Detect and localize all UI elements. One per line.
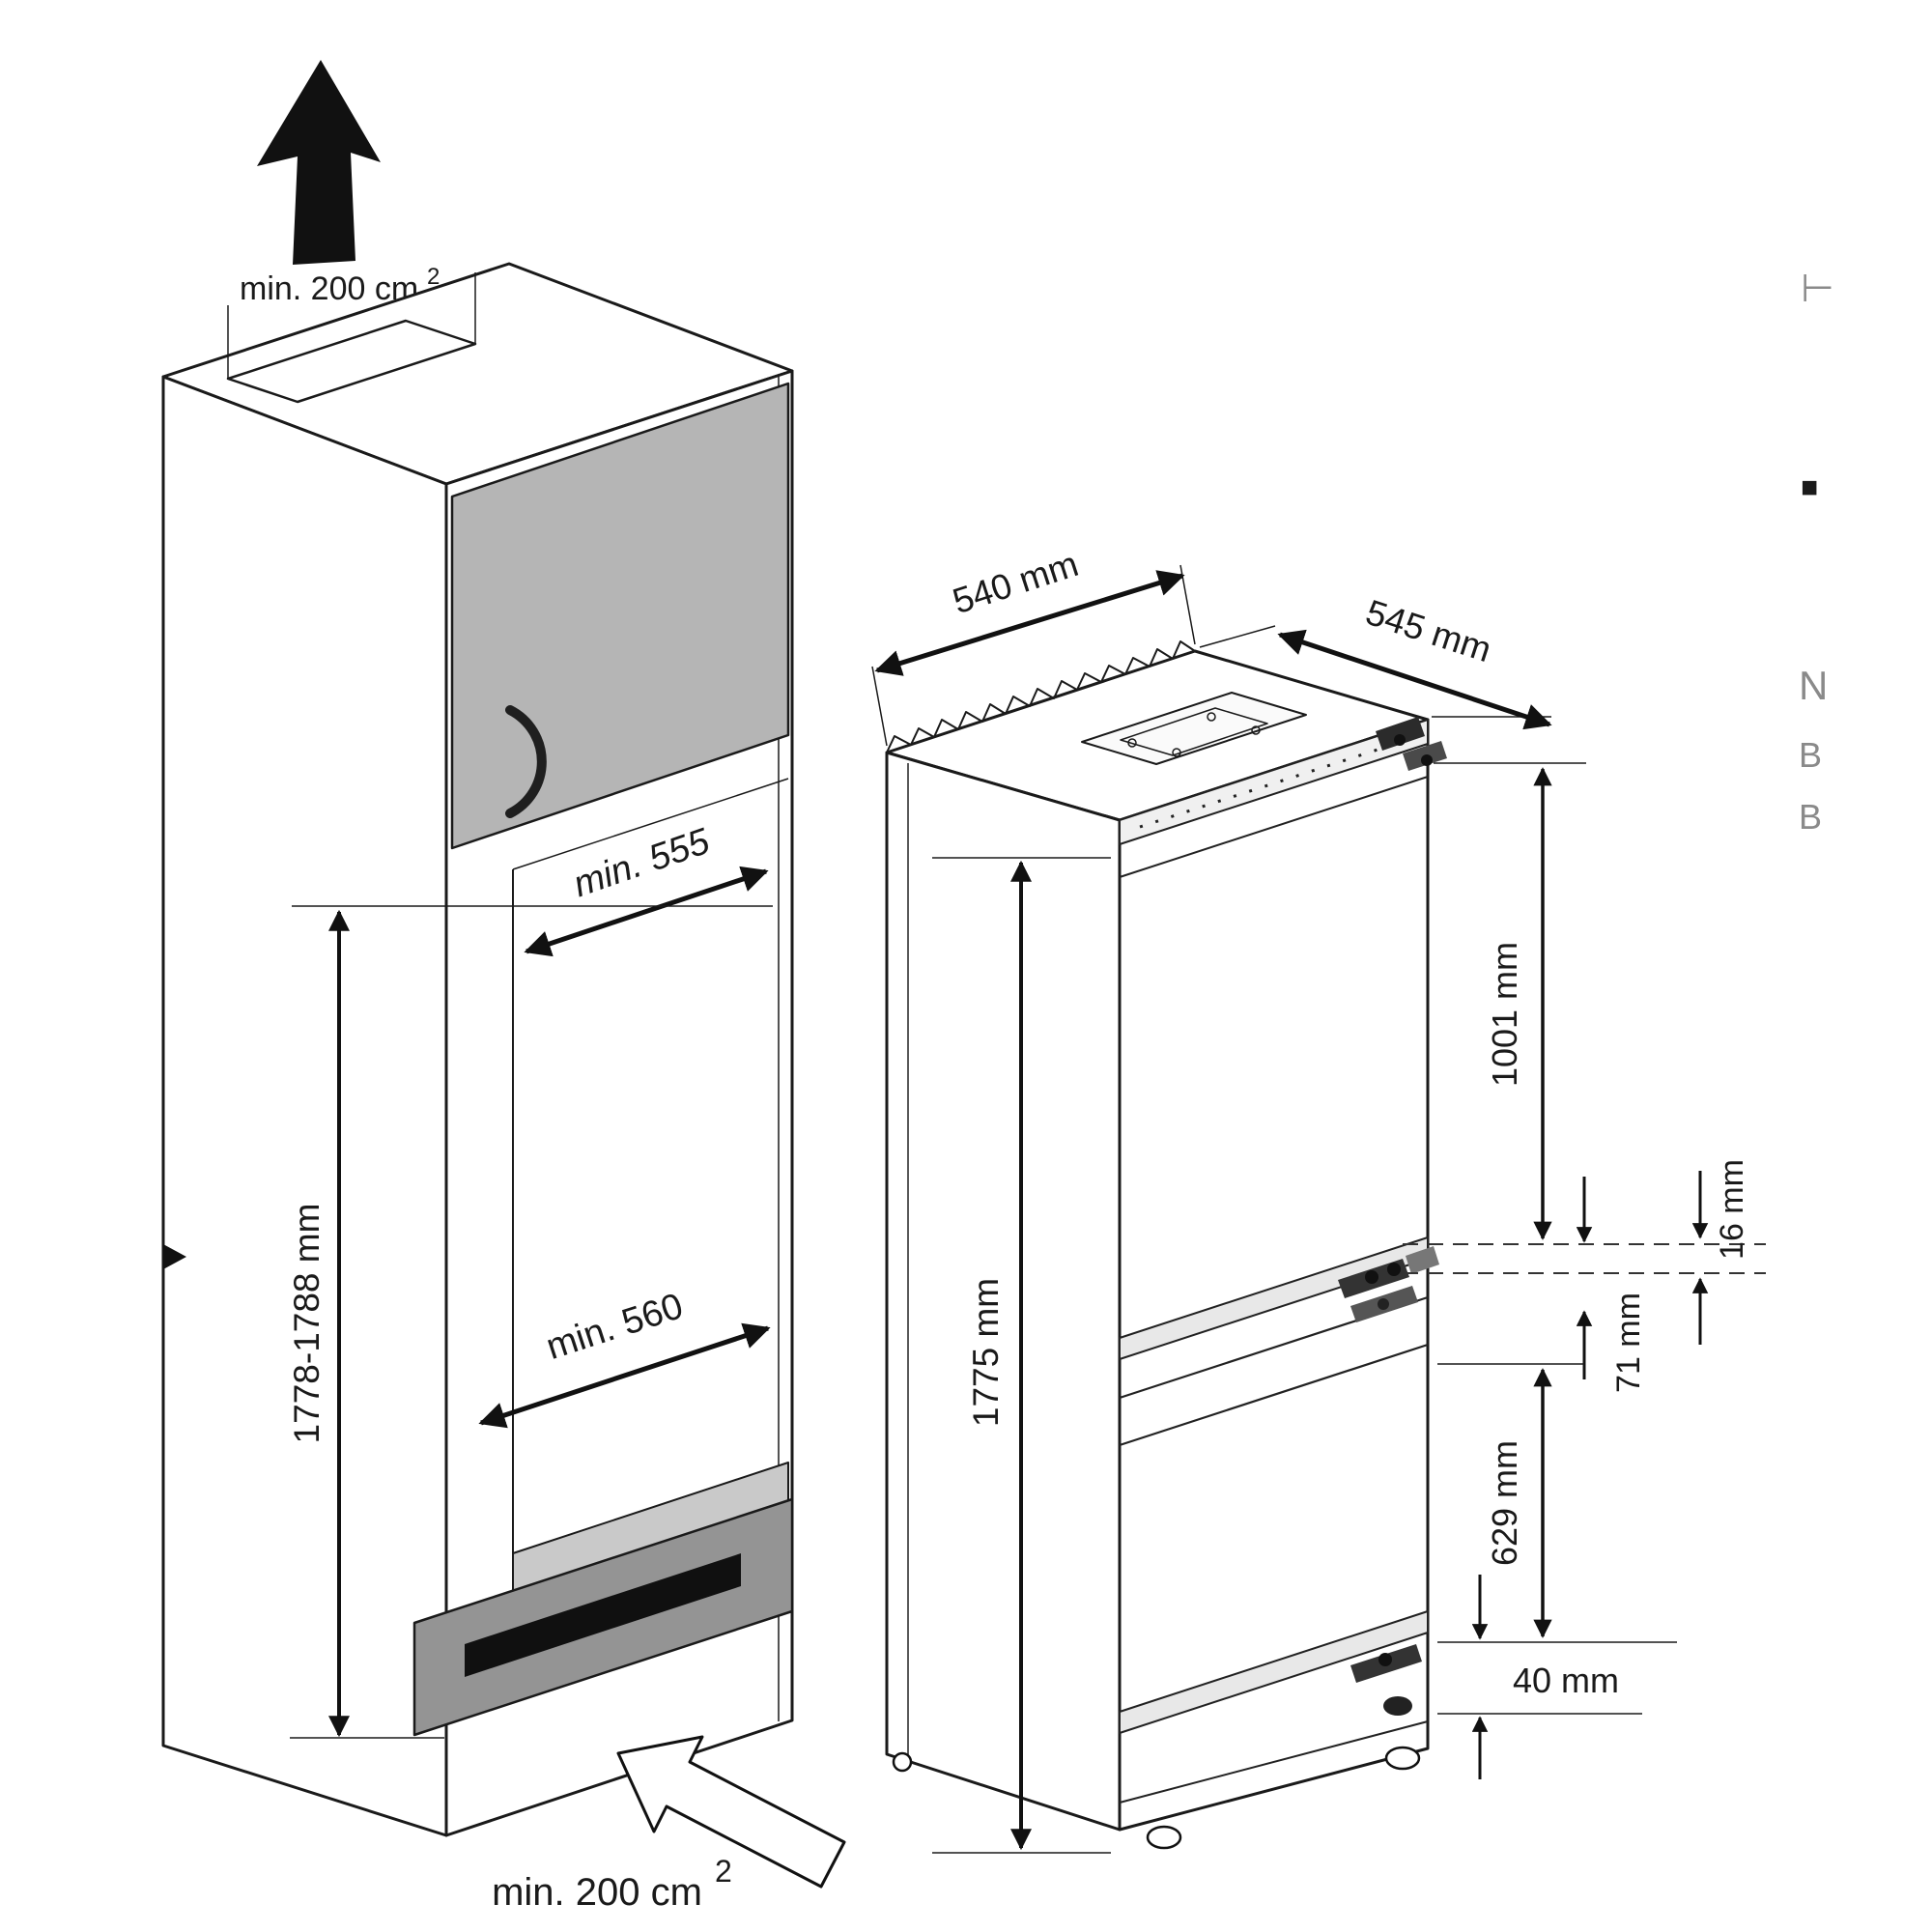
bottom-vent: min. 200 cm 2 (492, 1735, 846, 1914)
door-handle (505, 705, 547, 818)
height-label: 1775 mm (966, 1278, 1006, 1427)
airflow-arrow-icon (616, 1735, 846, 1889)
dim-base-height: 40 mm (1437, 1575, 1642, 1779)
dim-hinge-offset: 71 mm (1576, 1177, 1647, 1393)
top-clearance-sup: 2 (427, 264, 440, 290)
dim-height: 1775 mm (932, 857, 1111, 1854)
up-arrow-icon (257, 60, 381, 265)
lower-section-label: 629 mm (1485, 1440, 1524, 1566)
dim-hinge-gap: 16 mm (1691, 1159, 1750, 1345)
depth-label: 545 mm (1361, 592, 1496, 669)
edge-marker-icon (163, 1244, 186, 1269)
fridge-feet (892, 1746, 1421, 1850)
edge-artifact-3: N (1799, 663, 1828, 708)
cabinet-figure: min. 200 cm 2 (161, 60, 846, 1914)
fridge-figure: 540 mm 545 mm 1775 mm 1001 mm (871, 544, 1766, 1854)
dim-niche-height: 1778-1788 mm (163, 905, 773, 1739)
niche-height-label: 1778-1788 mm (287, 1204, 327, 1444)
top-clearance-label: min. 200 cm (240, 270, 418, 307)
dim-lower-section: 629 mm (1437, 1363, 1677, 1643)
hinge-offset-label: 71 mm (1610, 1293, 1647, 1393)
bottom-hinge (1350, 1644, 1422, 1716)
edge-artifact-4: B (1799, 735, 1822, 775)
plinth-vent-slot (465, 1553, 741, 1677)
hinge-gap-label: 16 mm (1714, 1159, 1750, 1260)
top-rail (1119, 719, 1429, 845)
base-edge (1119, 1720, 1429, 1804)
upper-section-label: 1001 mm (1485, 942, 1524, 1087)
cabinet-door (450, 382, 790, 850)
bottom-clearance-label: min. 200 cm (492, 1871, 702, 1914)
compartment-divider-2 (1119, 1343, 1429, 1447)
middle-hinge (1338, 1246, 1439, 1322)
width-label: 540 mm (948, 544, 1083, 621)
bottom-rail (1119, 1610, 1429, 1734)
base-height-label: 40 mm (1513, 1661, 1619, 1700)
top-vent-opening (226, 272, 477, 404)
hinge-reference-lines (1403, 1243, 1766, 1274)
fridge-body (885, 649, 1430, 1832)
niche-interior (412, 778, 794, 1737)
edge-artifact-2: ■ (1801, 471, 1818, 503)
edge-artifact-1: ⊢ (1801, 268, 1834, 310)
cabinet-left-face (161, 375, 448, 1837)
fridge-front-details (907, 719, 1429, 1804)
dim-upper-section: 1001 mm (1434, 762, 1586, 1240)
bottom-clearance-sup: 2 (715, 1854, 732, 1889)
page-edge-artifacts: ⊢ ■ N B B (1799, 268, 1834, 837)
edge-artifact-5: B (1799, 797, 1822, 837)
